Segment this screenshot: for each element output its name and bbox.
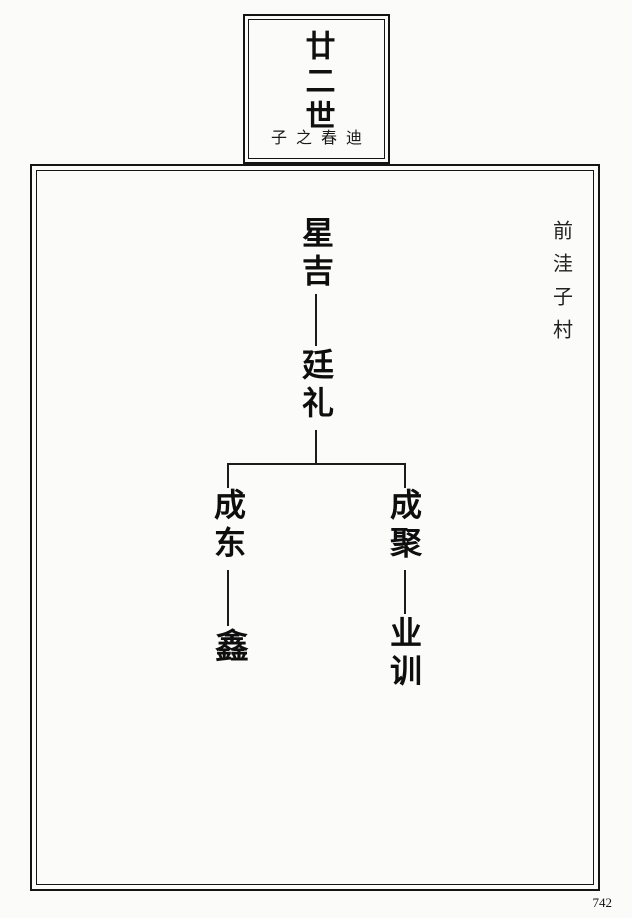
connector-root-to-child [315, 294, 317, 346]
page-number: 742 [592, 895, 613, 910]
generation-box: 廿二世 子之春迪 [243, 14, 390, 164]
generation-title: 廿二世 [300, 30, 334, 135]
main-content-box-inner-border [36, 170, 594, 885]
tree-node-branch-right: 成聚 [386, 488, 422, 564]
connector-right-branch-down [404, 570, 406, 614]
tree-node-branch-left: 成东 [210, 488, 246, 564]
generation-subtitle: 子之春迪 [270, 130, 371, 147]
connector-child-to-branch [315, 430, 317, 464]
connector-stub-right [404, 463, 406, 488]
tree-node-child: 廷礼 [298, 348, 334, 424]
connector-branch-horizontal [227, 463, 406, 465]
tree-node-right-grandchild: 业训 [386, 616, 422, 692]
connector-left-branch-down [227, 570, 229, 626]
connector-stub-left [227, 463, 229, 488]
tree-node-root: 星吉 [298, 216, 334, 292]
village-label: 前洼子村 [549, 220, 572, 352]
main-content-box [30, 164, 600, 891]
generation-box-inner-border: 廿二世 子之春迪 [248, 19, 385, 159]
tree-node-left-grandchild: 鑫 [209, 628, 247, 668]
